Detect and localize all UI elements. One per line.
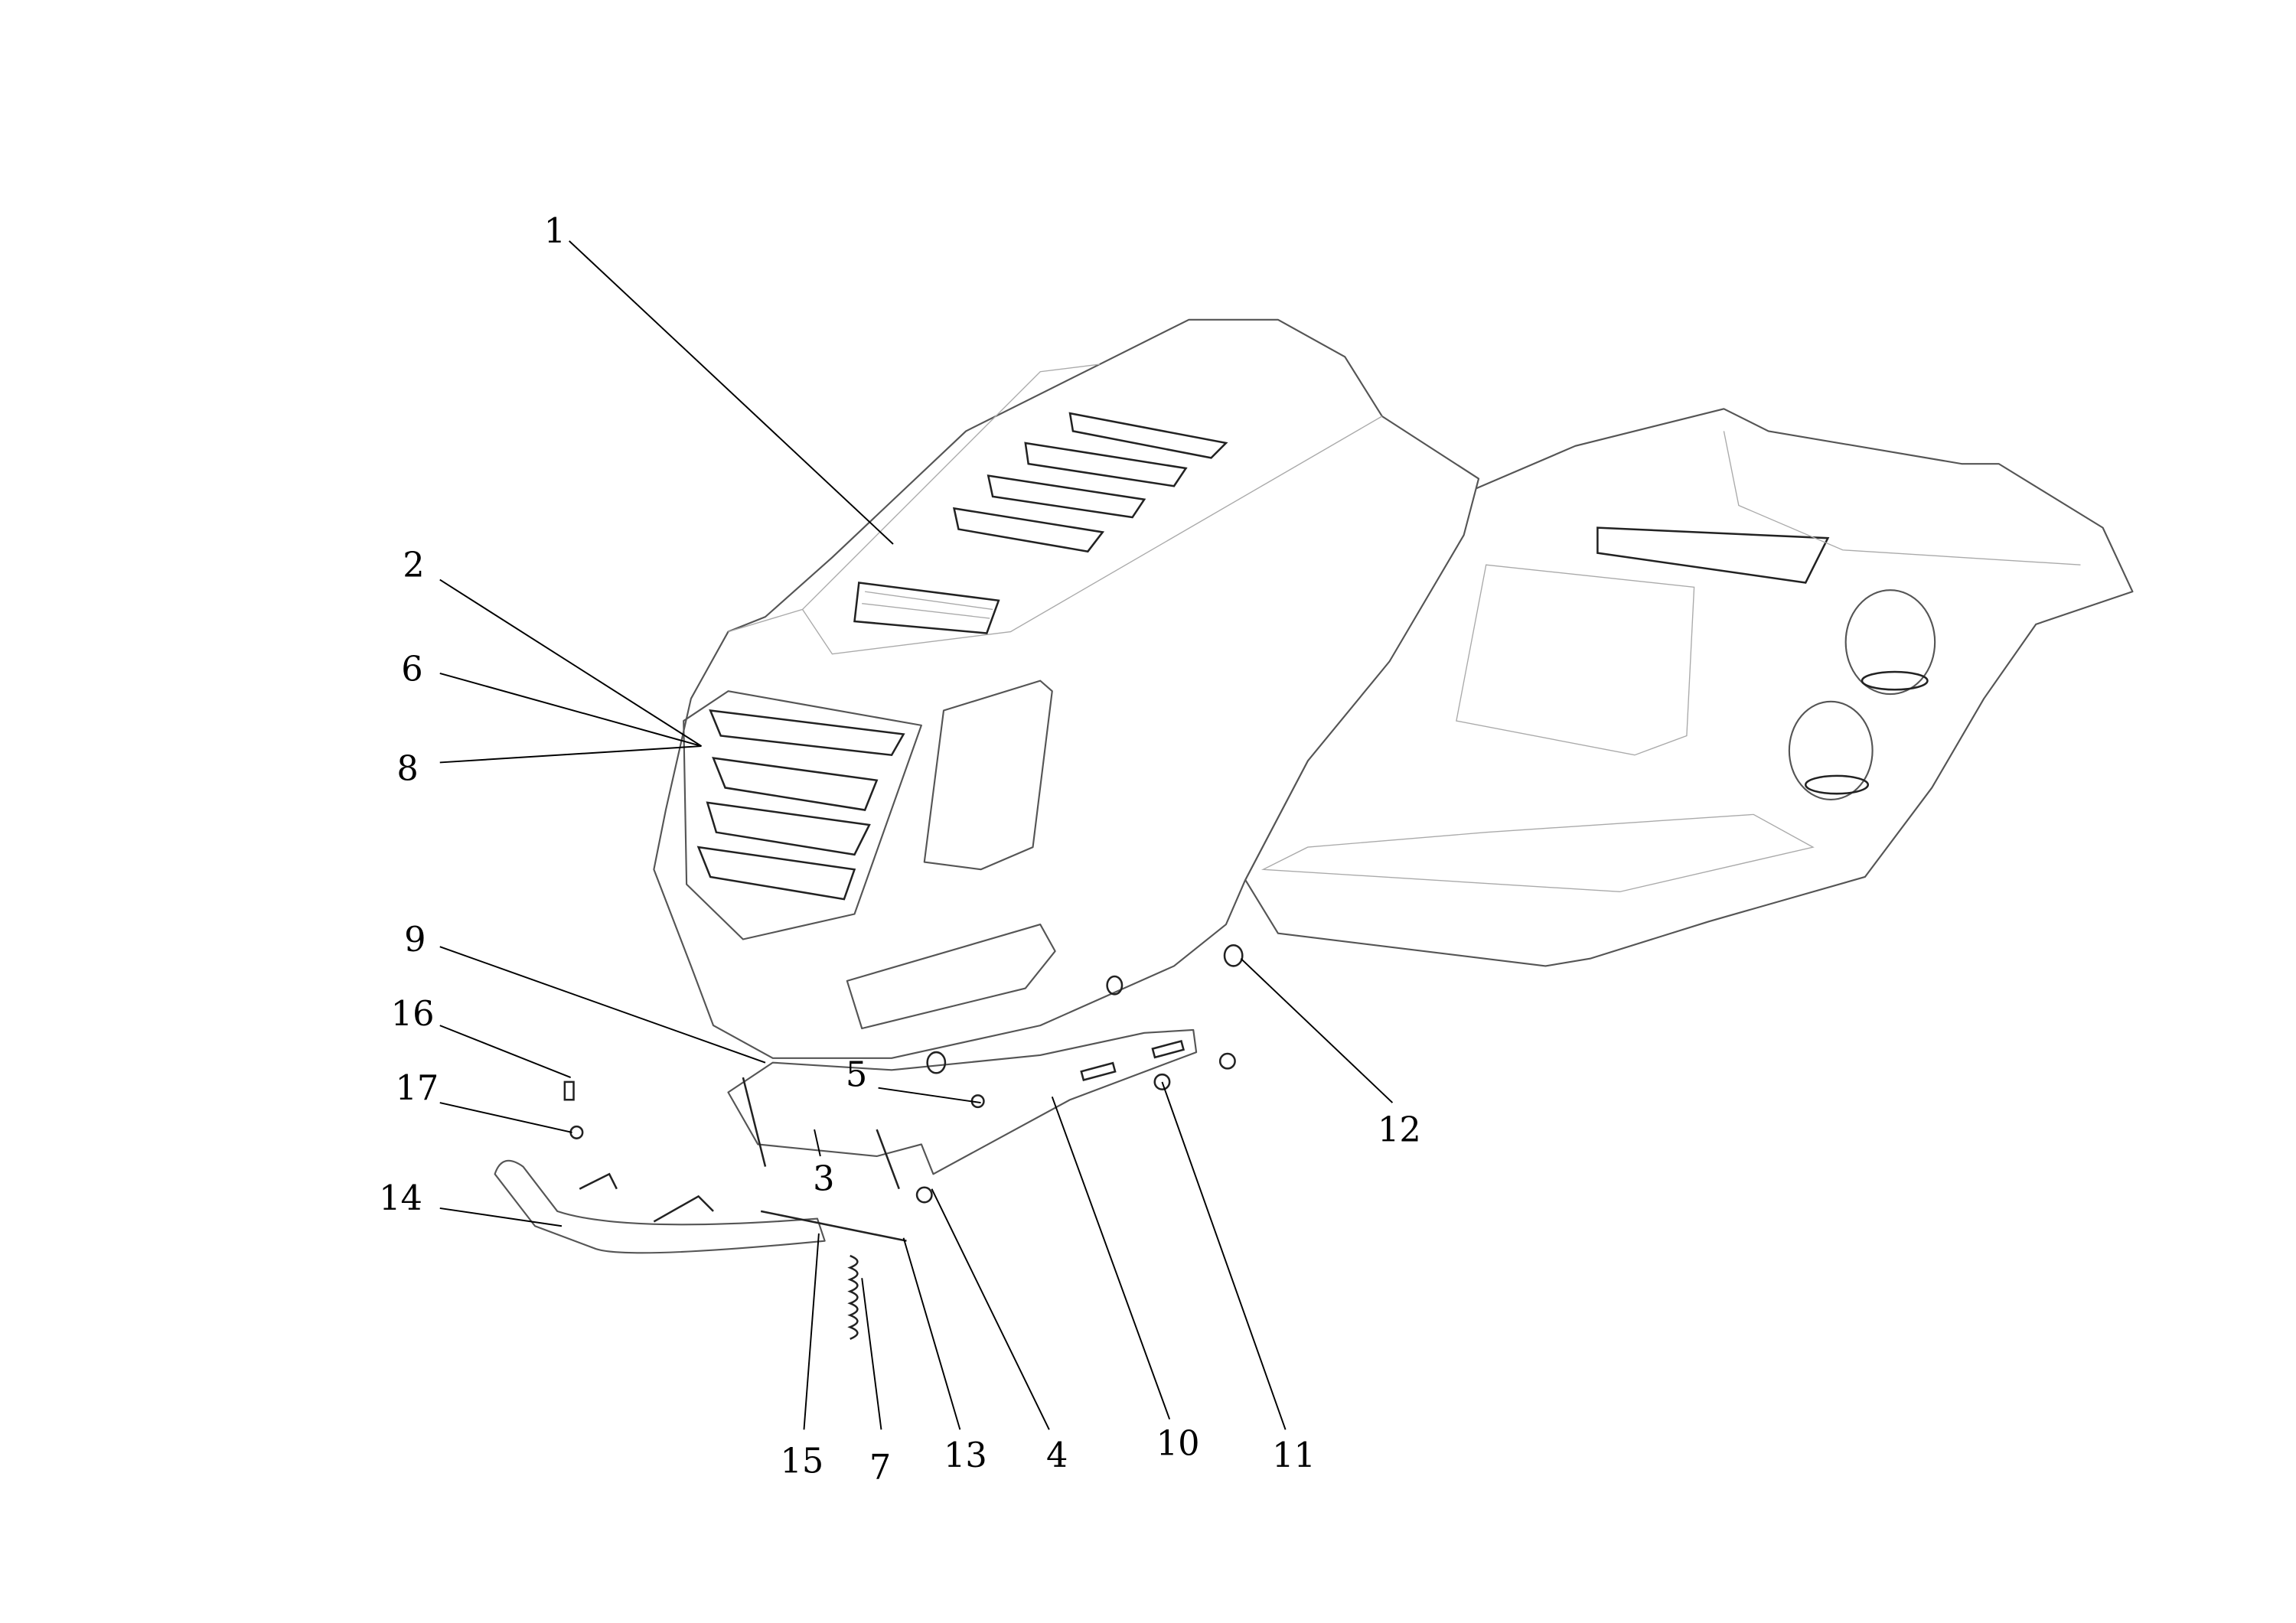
- callout-10: 10: [1156, 1423, 1200, 1463]
- callout-1: 1: [544, 211, 566, 251]
- hood-part: [653, 318, 1480, 1059]
- rear-body-part: [1244, 408, 2134, 967]
- callout-12: 12: [1378, 1110, 1421, 1150]
- callout-13: 13: [944, 1436, 987, 1475]
- callout-15: 15: [780, 1442, 823, 1481]
- callout-9: 9: [404, 920, 426, 960]
- callout-11: 11: [1272, 1436, 1316, 1475]
- leader-lines: [439, 240, 1394, 1430]
- bracket-part: [727, 1028, 1198, 1190]
- callout-17: 17: [396, 1068, 439, 1108]
- callout-7: 7: [869, 1447, 891, 1487]
- callout-5: 5: [846, 1055, 867, 1095]
- callout-2: 2: [403, 546, 424, 585]
- callout-6: 6: [401, 650, 422, 689]
- callout-4: 4: [1046, 1436, 1068, 1475]
- callout-3: 3: [813, 1159, 834, 1199]
- hardware-parts: [494, 943, 1244, 1340]
- callout-14: 14: [379, 1178, 422, 1218]
- callout-16: 16: [391, 994, 435, 1034]
- callout-8: 8: [396, 749, 418, 789]
